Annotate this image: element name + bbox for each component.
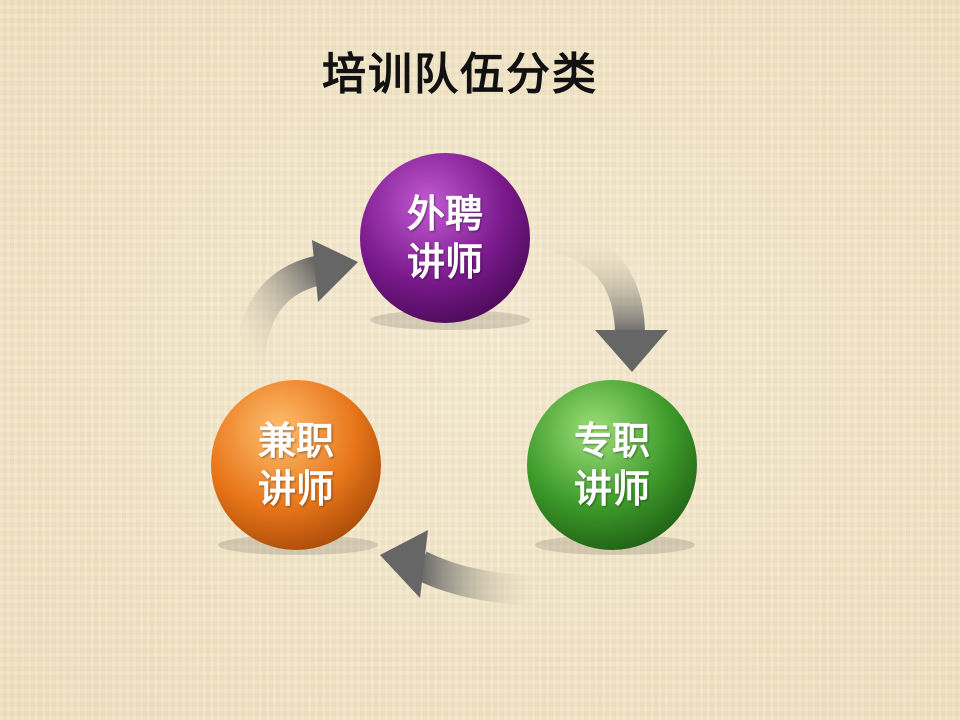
node-label-line2: 讲师 xyxy=(573,467,650,511)
node-fulltime-trainer: 专职 讲师 xyxy=(527,380,697,550)
arrow-green-to-orange xyxy=(380,530,541,605)
node-label-line1: 专职 xyxy=(573,419,650,463)
arrow-purple-to-green xyxy=(541,220,668,372)
circle-external xyxy=(360,153,530,323)
circle-parttime xyxy=(211,380,381,550)
node-label-line1: 兼职 xyxy=(257,419,334,463)
node-label-line1: 外聘 xyxy=(406,192,483,236)
node-parttime-trainer: 兼职 讲师 xyxy=(211,380,381,550)
node-label-line2: 讲师 xyxy=(257,467,334,511)
diagram-title: 培训队伍分类 xyxy=(322,49,598,100)
arrow-orange-to-purple xyxy=(235,240,358,371)
circle-fulltime xyxy=(527,380,697,550)
node-external-trainer: 外聘 讲师 xyxy=(360,153,530,323)
node-label-line2: 讲师 xyxy=(406,240,483,284)
